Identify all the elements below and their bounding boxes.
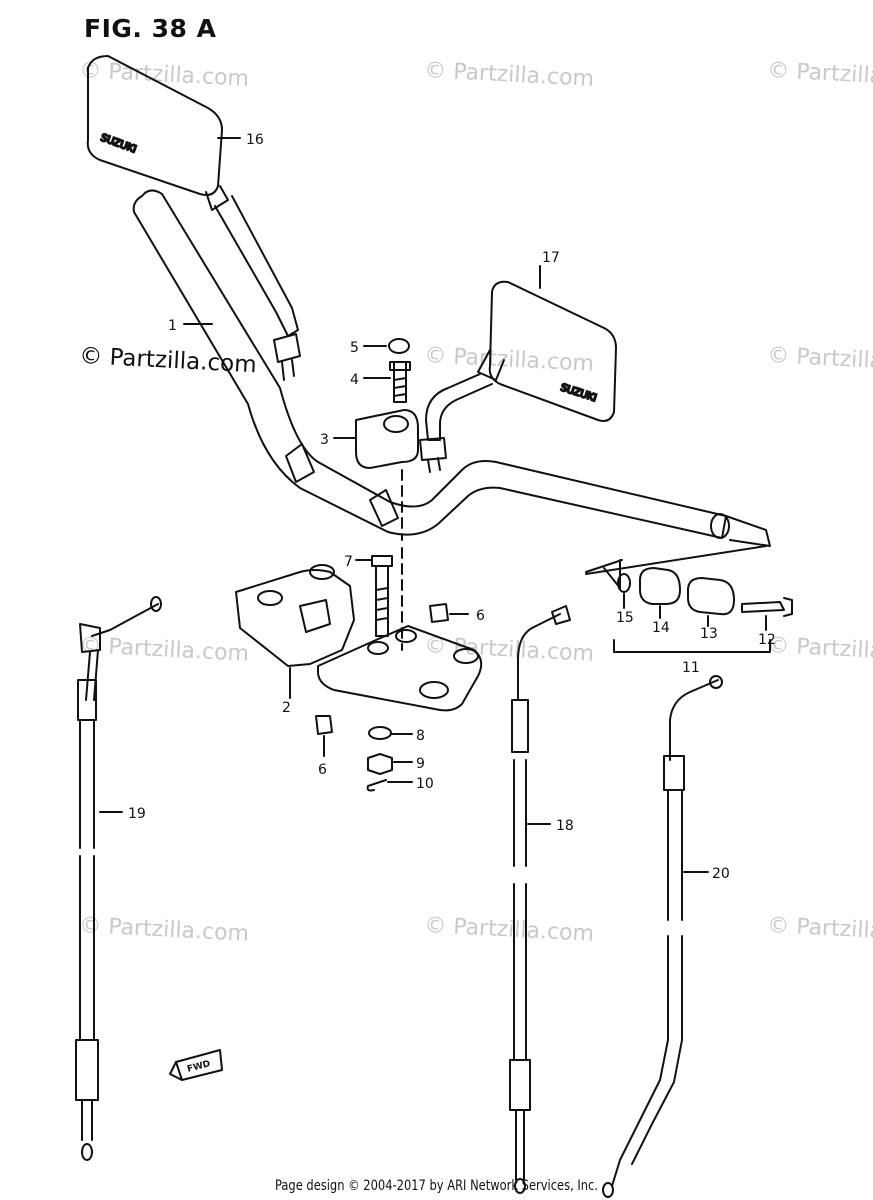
cable-19[interactable] bbox=[75, 596, 162, 1161]
callout-16: 16 bbox=[246, 132, 264, 148]
page-footer: Page design © 2004-2017 by ARI Network S… bbox=[274, 1178, 599, 1194]
callout-18: 18 bbox=[556, 818, 574, 834]
callout-14: 14 bbox=[652, 620, 670, 636]
callout-6b: 6 bbox=[318, 762, 327, 778]
clamp-bolt[interactable] bbox=[371, 555, 393, 637]
callout-13: 13 bbox=[700, 626, 718, 642]
fwd-label: FWD bbox=[186, 1059, 211, 1075]
callout-4: 4 bbox=[350, 372, 359, 388]
grip-screw[interactable] bbox=[741, 597, 793, 617]
callout-19: 19 bbox=[128, 806, 146, 822]
callout-10: 10 bbox=[416, 776, 434, 792]
callout-9: 9 bbox=[416, 756, 425, 772]
callout-1: 1 bbox=[168, 318, 177, 334]
callout-17: 17 bbox=[542, 250, 560, 266]
grip-washer[interactable] bbox=[617, 573, 631, 593]
callout-3: 3 bbox=[320, 432, 329, 448]
cotter-pin[interactable] bbox=[366, 779, 387, 792]
holder-cap[interactable] bbox=[388, 338, 410, 354]
callout-6: 6 bbox=[476, 608, 485, 624]
cable-20[interactable] bbox=[602, 675, 723, 1198]
handlebar-holder[interactable] bbox=[355, 409, 419, 469]
nut[interactable] bbox=[367, 753, 393, 775]
holder-bolt[interactable] bbox=[389, 361, 411, 403]
left-mirror[interactable] bbox=[86, 55, 301, 381]
mirror-brand-label: SUZUKI bbox=[99, 132, 138, 155]
callout-5: 5 bbox=[350, 340, 359, 356]
cushion[interactable] bbox=[429, 603, 449, 623]
fwd-arrow-icon bbox=[175, 1049, 223, 1081]
fwd-arrow-icon bbox=[169, 1061, 183, 1081]
callout-2: 2 bbox=[282, 700, 291, 716]
washer[interactable] bbox=[368, 726, 392, 740]
grip-right[interactable] bbox=[687, 577, 735, 616]
callout-20: 20 bbox=[712, 866, 730, 882]
right-mirror[interactable] bbox=[419, 280, 617, 473]
cable-18[interactable] bbox=[509, 605, 571, 1194]
callout-7: 7 bbox=[344, 554, 353, 570]
grip-set-bracket bbox=[613, 639, 771, 653]
grip-left[interactable] bbox=[639, 567, 681, 605]
handlebar[interactable] bbox=[132, 189, 771, 589]
cushion[interactable] bbox=[315, 715, 333, 735]
callout-15: 15 bbox=[616, 610, 634, 626]
callout-8: 8 bbox=[416, 728, 425, 744]
callout-12: 12 bbox=[758, 632, 776, 648]
figure-title: FIG. 38 A bbox=[84, 14, 217, 43]
handlebar-lower-holder[interactable] bbox=[235, 564, 483, 712]
callout-11: 11 bbox=[682, 660, 700, 676]
mirror-brand-label: SUZUKI bbox=[559, 382, 598, 404]
